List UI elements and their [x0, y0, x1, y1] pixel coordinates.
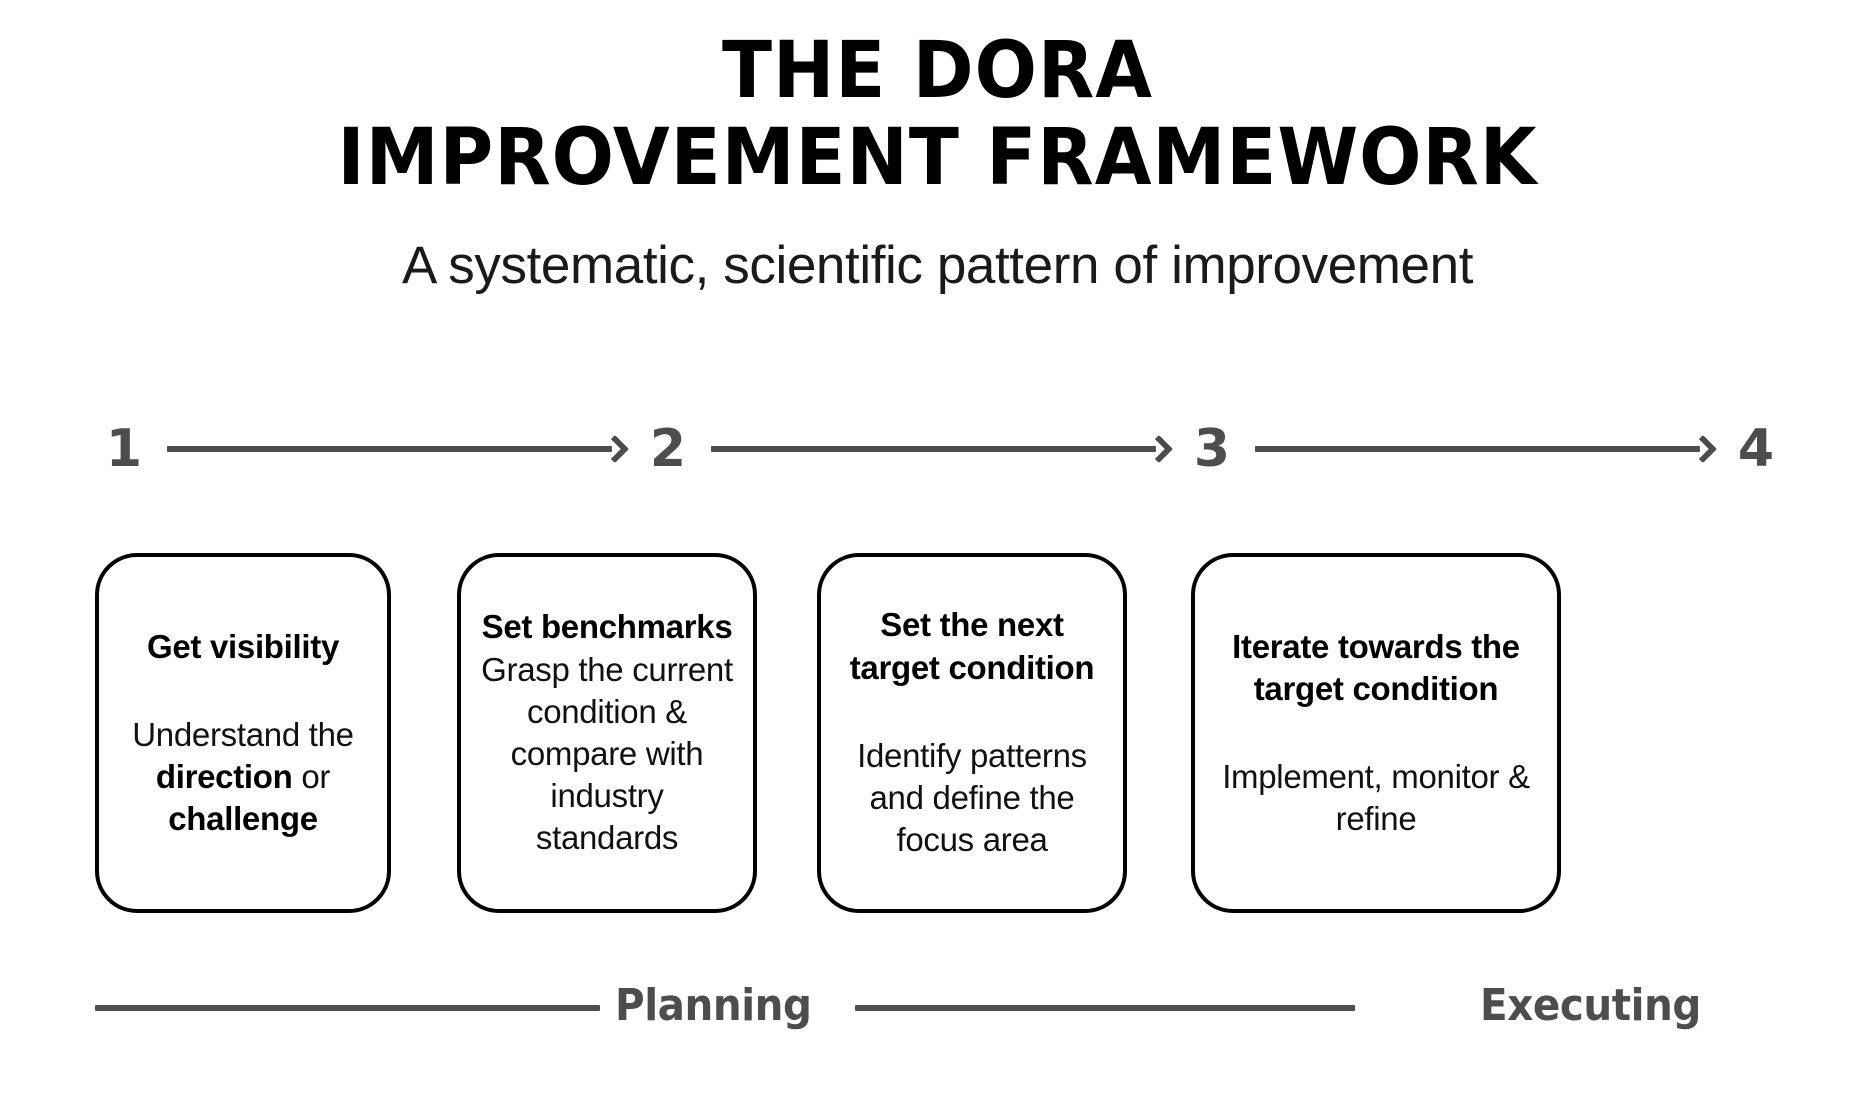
step-card-4-title: Iterate towards the target condition	[1232, 627, 1520, 707]
phase-label-planning: Planning	[615, 980, 812, 1031]
step-card-1[interactable]: Get visibility Understand the direction …	[95, 553, 391, 913]
step-card-3[interactable]: Set the next target condition Identify p…	[817, 553, 1127, 913]
step-number-4: 4	[1737, 419, 1775, 479]
phase-legend: Planning Executing	[95, 975, 1785, 1045]
step-number-1: 1	[105, 419, 143, 479]
phase-label-executing: Executing	[1480, 980, 1701, 1031]
step-card-2[interactable]: Set benchmarks Grasp the current conditi…	[457, 553, 757, 913]
step-card-2-body: Grasp the current condition & compare wi…	[481, 650, 733, 857]
arrow-shaft	[711, 446, 1156, 452]
arrow-head	[600, 434, 630, 464]
arrow-icon-3-to-4	[1255, 434, 1718, 464]
step-card-4[interactable]: Iterate towards the target condition Imp…	[1191, 553, 1561, 913]
page-title-line-2: IMPROVEMENT FRAMEWORK	[337, 113, 1538, 204]
step-card-4-body: Implement, monitor & refine	[1222, 758, 1530, 838]
step-sequence: 1 2 3 4	[95, 418, 1785, 480]
arrow-icon-1-to-2	[167, 434, 630, 464]
header: THE DORA IMPROVEMENT FRAMEWORK A systema…	[0, 26, 1875, 295]
page-title: THE DORA IMPROVEMENT FRAMEWORK	[56, 26, 1819, 204]
step-card-3-title: Set the next target condition	[849, 606, 1095, 686]
arrow-shaft	[167, 446, 612, 452]
step-card-3-body: Identify patterns and define the focus a…	[857, 736, 1087, 859]
step-cards: Get visibility Understand the direction …	[95, 553, 1785, 913]
page-title-line-1: THE DORA	[722, 26, 1153, 116]
step-card-1-body: Understand the direction or challenge	[132, 715, 354, 838]
step-number-3: 3	[1193, 419, 1231, 479]
phase-rule-right	[855, 1005, 1355, 1011]
arrow-icon-2-to-3	[711, 434, 1174, 464]
step-card-2-title: Set benchmarks	[481, 608, 733, 646]
arrow-shaft	[1255, 446, 1700, 452]
phase-rule-left	[95, 1005, 600, 1011]
step-number-2: 2	[649, 419, 687, 479]
arrow-head	[1688, 434, 1718, 464]
page-subtitle: A systematic, scientific pattern of impr…	[401, 235, 1474, 295]
step-card-1-title: Get visibility	[146, 627, 340, 665]
arrow-head	[1144, 434, 1174, 464]
